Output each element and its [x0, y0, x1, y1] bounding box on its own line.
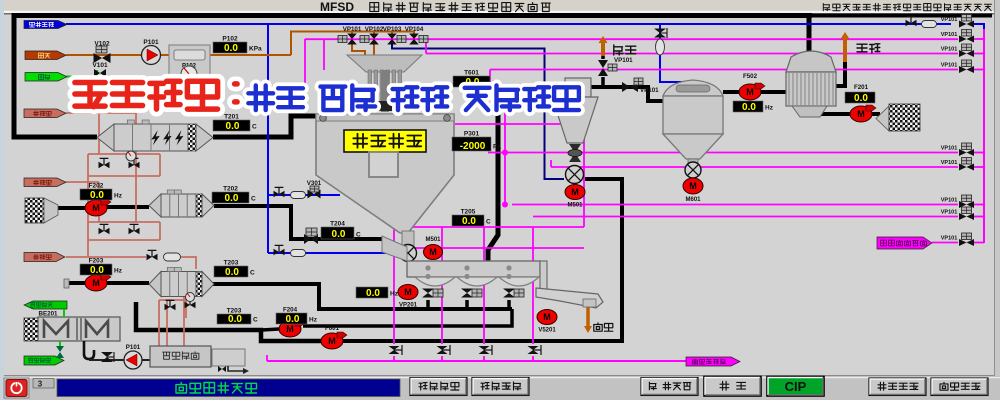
svg-text:VP101: VP101 [941, 210, 958, 216]
svg-text:0.0: 0.0 [226, 121, 240, 132]
svg-text:C: C [356, 232, 361, 239]
svg-text:P101: P101 [126, 344, 141, 351]
svg-text:C: C [250, 270, 255, 277]
svg-text:VP101: VP101 [941, 63, 958, 69]
svg-text:M501: M501 [567, 203, 583, 209]
svg-text:V5201: V5201 [538, 328, 556, 334]
svg-text:Hz: Hz [114, 193, 123, 200]
svg-text:T205: T205 [461, 209, 476, 216]
svg-text:C: C [252, 124, 257, 131]
svg-text:M: M [328, 336, 336, 346]
svg-text:3: 3 [38, 380, 43, 389]
svg-text:0.0: 0.0 [462, 216, 476, 227]
svg-text:Hz: Hz [309, 317, 318, 324]
svg-text:VP101: VP101 [941, 236, 958, 242]
svg-text:M: M [746, 87, 754, 97]
svg-text:0.0: 0.0 [228, 314, 242, 325]
svg-text:Hz: Hz [114, 268, 123, 275]
svg-text:0.0: 0.0 [366, 288, 380, 299]
svg-text:C: C [486, 219, 491, 226]
svg-text:F204: F204 [283, 307, 298, 314]
svg-text:P102: P102 [222, 36, 238, 43]
svg-text:0.0: 0.0 [224, 43, 238, 54]
svg-text:F601: F601 [325, 325, 340, 332]
svg-text:M: M [857, 109, 865, 119]
svg-text:VP103: VP103 [383, 26, 402, 33]
svg-text:VP101: VP101 [941, 17, 958, 23]
svg-text:0.0: 0.0 [225, 267, 239, 278]
svg-text:V301: V301 [307, 180, 322, 187]
svg-text:CIP: CIP [785, 379, 807, 394]
svg-text:M: M [689, 181, 697, 191]
svg-text:V102: V102 [94, 41, 110, 48]
svg-text:T202: T202 [223, 186, 238, 193]
svg-text:C: C [251, 196, 256, 203]
svg-text:Pa: Pa [493, 144, 501, 151]
svg-text:M501: M501 [425, 237, 441, 243]
svg-text:0.0: 0.0 [225, 193, 239, 204]
svg-text:MFSD: MFSD [320, 0, 354, 14]
svg-text:T204: T204 [330, 221, 345, 228]
svg-text:M: M [92, 203, 100, 213]
svg-text:F201: F201 [854, 84, 869, 91]
svg-text:0.0: 0.0 [90, 265, 104, 276]
svg-text:0.0: 0.0 [332, 229, 346, 240]
svg-text:VP104: VP104 [405, 26, 424, 33]
svg-text:M: M [404, 287, 412, 297]
svg-text:VP101: VP101 [640, 87, 659, 94]
svg-text:Hz: Hz [390, 291, 399, 298]
svg-text:Hz: Hz [765, 105, 774, 112]
svg-text:T201: T201 [224, 114, 239, 121]
svg-text:M: M [571, 187, 579, 197]
svg-text:T601: T601 [464, 70, 479, 77]
svg-text:0.0: 0.0 [286, 314, 300, 325]
svg-text:0.0: 0.0 [90, 190, 104, 201]
svg-text:T203: T203 [224, 260, 239, 267]
svg-text:F502: F502 [743, 73, 758, 80]
svg-text:-2000: -2000 [460, 141, 486, 152]
svg-text:KPa: KPa [249, 46, 262, 53]
svg-text:M: M [429, 247, 437, 257]
svg-text:C: C [253, 317, 258, 324]
svg-text:M: M [92, 278, 100, 288]
svg-text:VP102: VP102 [365, 26, 384, 33]
svg-text:VP101: VP101 [343, 26, 362, 33]
svg-text:T203: T203 [227, 308, 242, 315]
svg-text:0.0: 0.0 [854, 93, 868, 104]
svg-text:P101: P101 [143, 39, 159, 46]
svg-text:VP101: VP101 [941, 32, 958, 38]
svg-text:F203: F203 [89, 258, 104, 265]
svg-text:M: M [543, 312, 551, 322]
svg-text:VP201: VP201 [399, 303, 418, 309]
svg-text:VP101: VP101 [941, 146, 958, 152]
svg-text:F202: F202 [89, 183, 104, 190]
svg-text:VP101: VP101 [941, 47, 958, 53]
svg-text:M601: M601 [685, 197, 701, 203]
svg-text:VP101: VP101 [941, 198, 958, 204]
svg-text:P301: P301 [464, 131, 480, 138]
svg-text:V101: V101 [92, 62, 108, 69]
svg-text:0.0: 0.0 [742, 102, 756, 113]
svg-text:M: M [286, 324, 294, 334]
svg-text:BE201: BE201 [39, 311, 58, 318]
svg-text:VP101: VP101 [614, 57, 633, 64]
svg-text:VP101: VP101 [941, 160, 958, 166]
